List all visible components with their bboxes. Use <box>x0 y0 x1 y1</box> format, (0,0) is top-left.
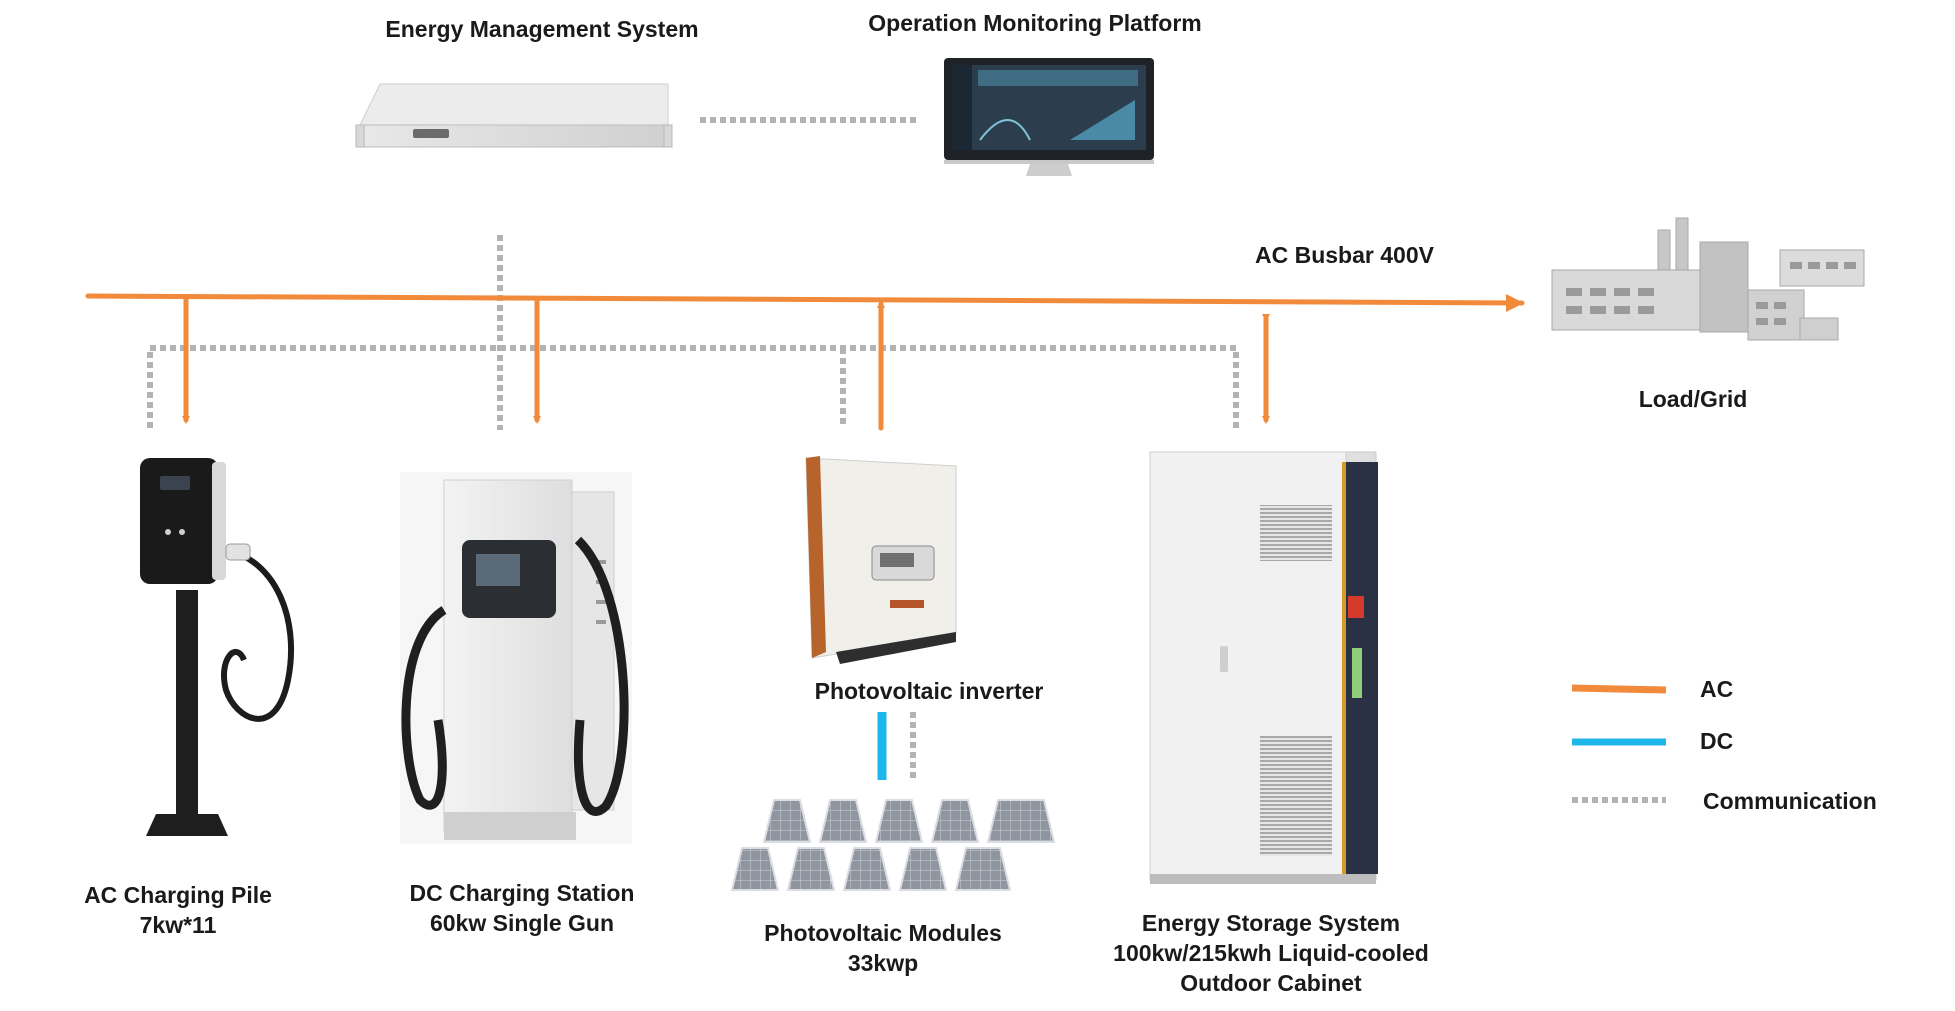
busbar-label: AC Busbar 400V <box>1255 242 1434 268</box>
legend-swatches <box>1571 684 1667 803</box>
ac-lines <box>85 293 1525 431</box>
platform-label: Operation Monitoring Platform <box>868 10 1202 36</box>
pv-inverter-label: Photovoltaic inverter <box>814 678 1044 704</box>
energy-storage-cabinet-icon <box>1149 451 1378 884</box>
legend-comm-label: Communication <box>1703 788 1877 814</box>
pv-row-bottom <box>730 847 1012 891</box>
pv-modules-icon <box>730 799 1056 891</box>
pv-modules-label: Photovoltaic Modules <box>764 920 1002 946</box>
communication-lines <box>147 117 1239 780</box>
legend-ac-swatch <box>1571 684 1667 694</box>
busbar-arrowhead <box>1506 294 1524 312</box>
ac-charging-pile-icon <box>140 458 294 836</box>
dc-station-label: DC Charging Station <box>409 880 635 906</box>
dc-station-spec: 60kw Single Gun <box>429 910 615 936</box>
legend-dc-label: DC <box>1700 728 1734 754</box>
comm-bus <box>147 345 1239 428</box>
pv-modules-spec: 33kwp <box>847 950 919 976</box>
ess-spec: 100kw/215kwh Liquid-cooled <box>1113 940 1429 966</box>
legend-ac-label: AC <box>1700 676 1734 702</box>
pv-inverter-icon <box>805 456 957 664</box>
factory-icon <box>1551 217 1865 341</box>
ac-busbar <box>85 293 1525 306</box>
ess-type: Outdoor Cabinet <box>1180 970 1362 996</box>
ac-pile-spec: 7kw*11 <box>139 912 217 938</box>
ess-label: Energy Storage System <box>1141 910 1401 936</box>
pv-row-top <box>762 799 1056 843</box>
dc-charging-station-icon <box>400 472 632 844</box>
ems-label: Energy Management System <box>385 16 699 42</box>
monitor-icon <box>944 58 1154 176</box>
ems-server-icon <box>355 83 673 148</box>
load-grid-label: Load/Grid <box>1638 386 1748 412</box>
ac-pile-label: AC Charging Pile <box>84 882 272 908</box>
